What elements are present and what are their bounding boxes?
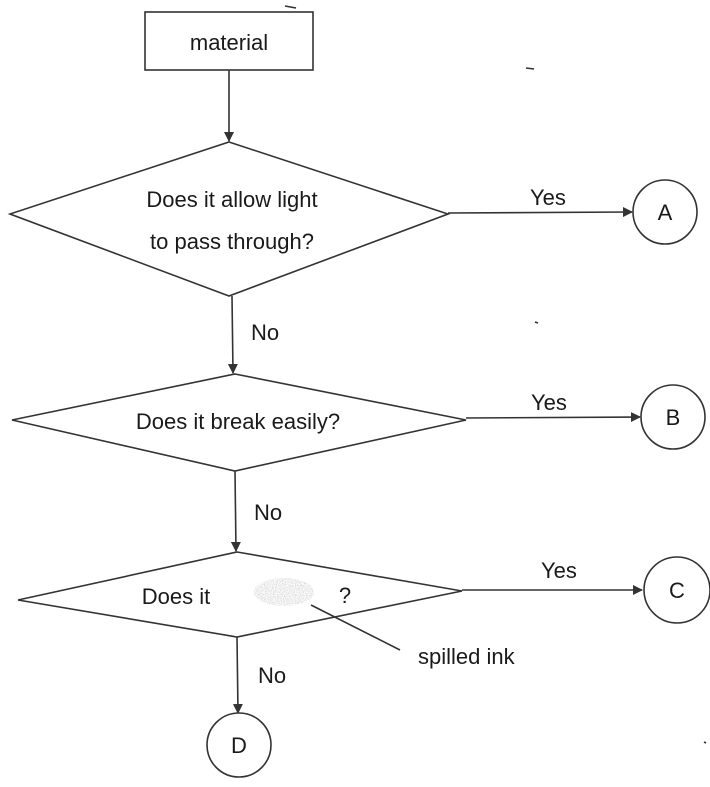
ink-smudge-shape (254, 578, 314, 606)
ink-smudge (254, 578, 314, 606)
decision-3-diamond (17, 551, 463, 638)
arrow-decision-2-no (230, 470, 241, 552)
arrow-decision-1-no (227, 295, 238, 374)
stray-mark (703, 741, 707, 744)
terminal-a: A (632, 179, 698, 245)
decision-3-text-after: ? (339, 583, 351, 608)
decision-1: Does it allow light to pass through? (7, 141, 451, 297)
start-node: material (144, 11, 314, 71)
terminal-b-label: B (666, 405, 681, 430)
terminal-a-circle (632, 179, 698, 245)
decision-1-line-1: Does it allow light (146, 187, 317, 212)
yes-label-1: Yes (530, 185, 566, 210)
yes-label-3: Yes (541, 558, 577, 583)
terminal-d-circle (206, 712, 272, 778)
annotation-spilled-ink: spilled ink (418, 644, 516, 669)
yes-label-2: Yes (531, 390, 567, 415)
decision-3: Does it ? (17, 551, 463, 638)
arrow-decision-3-no (232, 636, 243, 714)
decision-3-text-before: Does it (142, 584, 210, 609)
terminal-d-label: D (231, 733, 247, 758)
terminal-b-circle (640, 384, 706, 450)
decision-2-text: Does it break easily? (136, 409, 340, 434)
start-label: material (190, 30, 268, 55)
stray-mark (534, 321, 539, 324)
no-label-3: No (258, 663, 286, 688)
decision-2: Does it break easily? (11, 373, 467, 472)
annotation-leader-line (310, 604, 401, 651)
arrow-decision-2-yes (465, 412, 641, 423)
terminal-c: C (643, 556, 710, 624)
terminal-a-label: A (658, 200, 673, 225)
stray-mark (284, 5, 297, 9)
terminal-c-label: C (669, 578, 685, 603)
no-label-1: No (251, 320, 279, 345)
decision-1-line-2: to pass through? (150, 229, 314, 254)
arrow-decision-1-yes (447, 207, 633, 218)
terminal-b: B (640, 384, 706, 450)
decision-1-diamond (7, 141, 451, 297)
start-box (144, 11, 314, 71)
stray-mark (525, 67, 535, 70)
terminal-d: D (206, 712, 272, 778)
no-label-2: No (254, 500, 282, 525)
terminal-c-circle (643, 556, 710, 624)
